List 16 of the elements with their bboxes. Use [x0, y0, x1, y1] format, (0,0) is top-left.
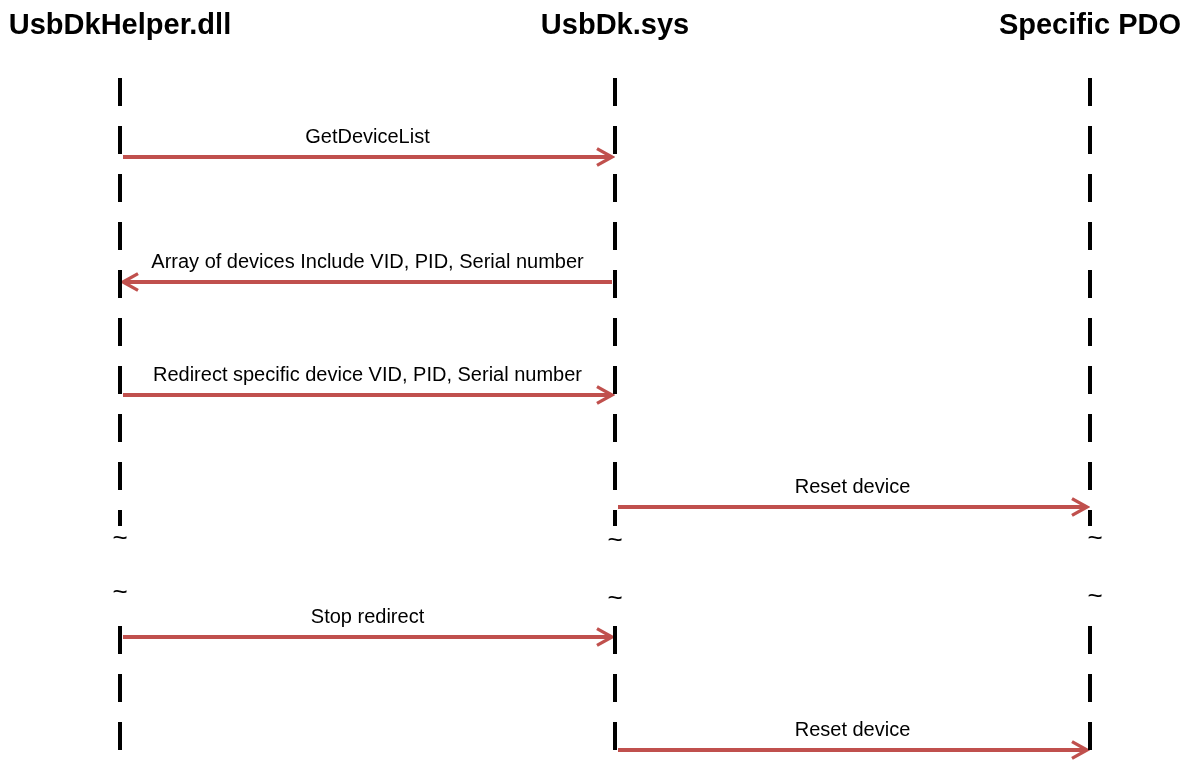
participant-title: Specific PDO [997, 8, 1183, 41]
message-arrow [121, 272, 612, 292]
break-mark: ~ [112, 576, 128, 607]
message-arrow [618, 497, 1089, 517]
message-label: Array of devices Include VID, PID, Serial number [148, 250, 587, 273]
break-mark: ~ [1087, 580, 1103, 611]
break-mark: ~ [112, 522, 128, 553]
participant-title: UsbDkHelper.dll [7, 8, 233, 41]
message-arrow [123, 385, 614, 405]
message-arrow [123, 147, 614, 167]
message-arrow [618, 740, 1089, 760]
participant-title: UsbDk.sys [539, 8, 691, 41]
message-arrow [123, 627, 614, 647]
break-mark: ~ [1087, 522, 1103, 553]
break-mark: ~ [607, 582, 623, 613]
break-mark: ~ [607, 524, 623, 555]
